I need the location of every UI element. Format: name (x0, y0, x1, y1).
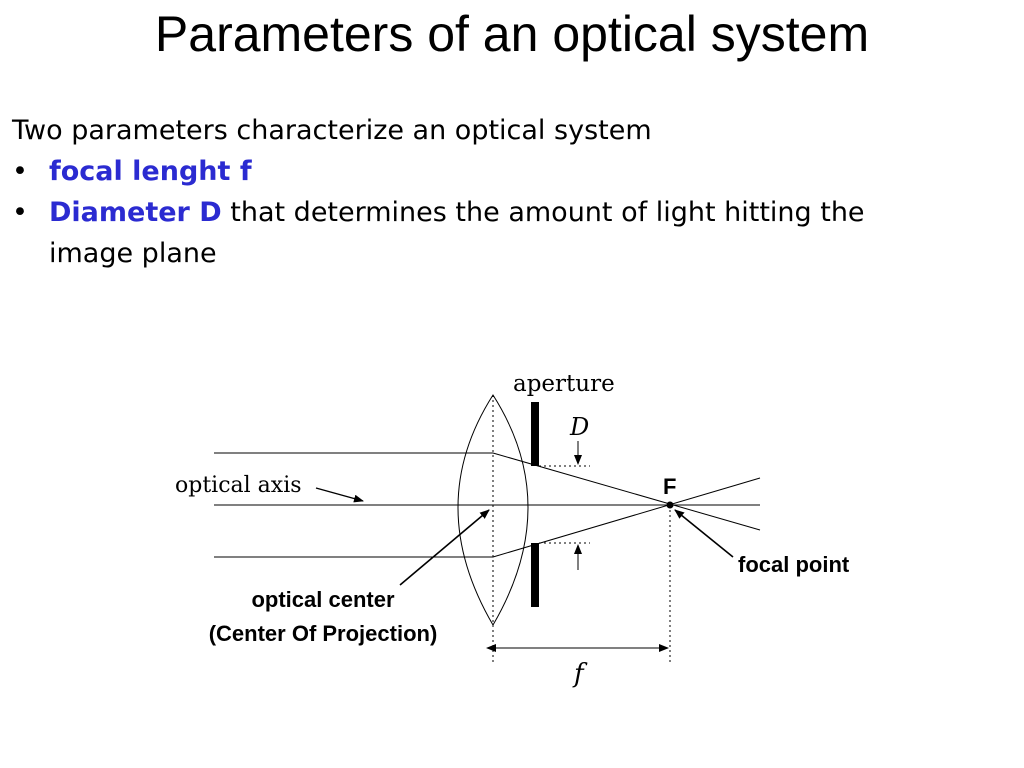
aperture-bar-bottom (531, 543, 539, 607)
focal-length-label: f (572, 659, 588, 689)
focal-length-term: focal lenght f (49, 156, 252, 187)
slide-title: Parameters of an optical system (154, 6, 870, 62)
diameter-label: D (569, 413, 589, 441)
focal-point-pointer (674, 509, 734, 558)
optical-axis-pointer (315, 487, 364, 503)
aperture-label: aperture (513, 371, 615, 397)
optical-axis-label: optical axis (175, 473, 302, 498)
aperture-bar-top (531, 402, 539, 466)
intro-line: Two parameters characterize an optical s… (12, 115, 652, 146)
focal-point-dot (666, 501, 674, 509)
bullet-diameter: • Diameter D that determines the amount … (12, 192, 1017, 274)
optical-center-pointer (399, 509, 490, 586)
focal-label: F (663, 474, 676, 499)
focal-point-label: focal point (738, 552, 850, 577)
center-projection-label: (Center Of Projection) (209, 621, 438, 646)
bullet-marker: • (12, 156, 28, 187)
diameter-term: Diameter D (49, 197, 222, 228)
body-text: Two parameters characterize an optical s… (12, 110, 1017, 274)
diameter-continuation: image plane (49, 238, 217, 269)
optical-center-label: optical center (251, 587, 394, 612)
bullet-marker: • (12, 197, 28, 228)
diameter-description: that determines the amount of light hitt… (221, 197, 865, 228)
bullet-focal-length: • focal lenght f (12, 151, 1017, 192)
